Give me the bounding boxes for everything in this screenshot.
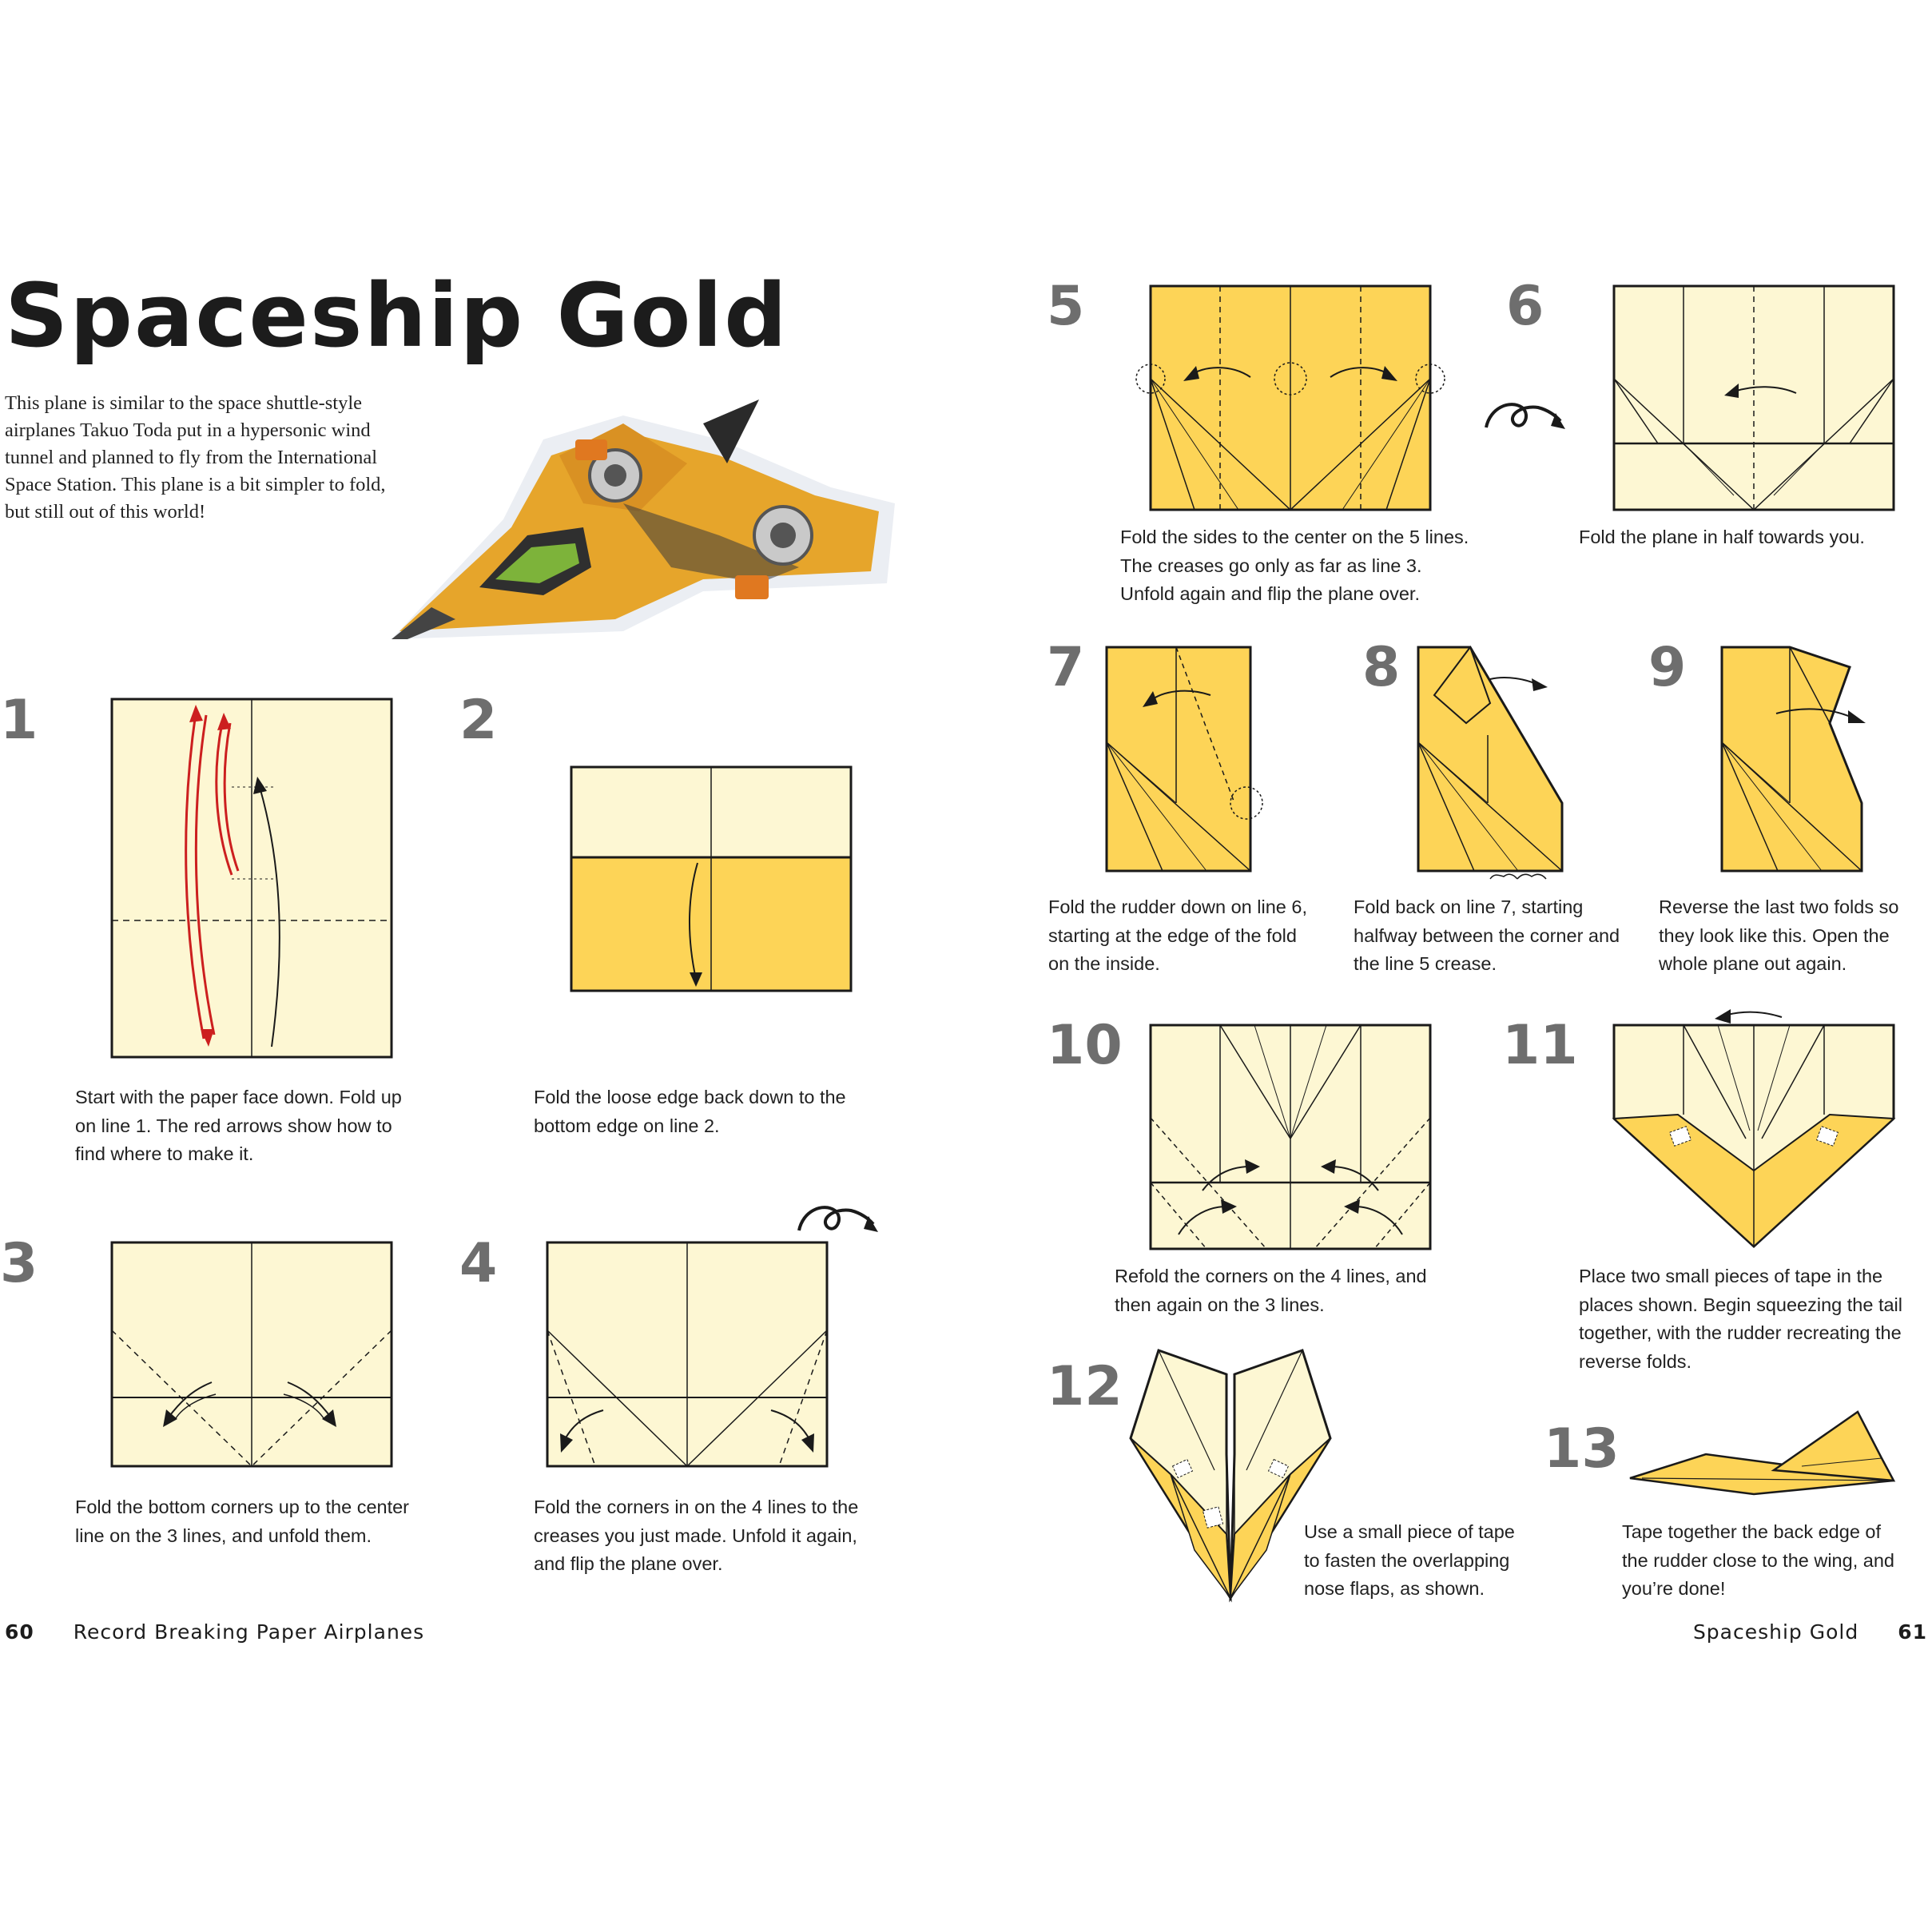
step-13-diagram [1629, 1410, 1896, 1496]
caption-line: then again on the 3 lines. [1115, 1294, 1325, 1315]
caption-line: you’re done! [1622, 1578, 1726, 1599]
step-number: 11 [1502, 1014, 1578, 1077]
step-number: 9 [1648, 636, 1687, 699]
caption-line: on the inside. [1048, 953, 1160, 974]
caption-line: Refold the corners on the 4 lines, and [1115, 1266, 1427, 1286]
step-12-diagram [1129, 1349, 1332, 1603]
step-number: 10 [1047, 1014, 1123, 1077]
caption-line: Fold the corners in on the 4 lines to th… [534, 1497, 859, 1517]
step-number: 5 [1047, 275, 1085, 338]
caption-line: nose flaps, as shown. [1304, 1578, 1485, 1599]
step-10-caption: Refold the corners on the 4 lines, and t… [1115, 1262, 1427, 1319]
step-12-caption: Use a small piece of tape to fasten the … [1304, 1518, 1515, 1604]
caption-line: they look like this. Open the [1659, 924, 1890, 946]
caption-line: to fasten the overlapping [1304, 1549, 1510, 1571]
step-number: 7 [1047, 636, 1085, 699]
step-number: 1 [0, 689, 38, 752]
caption-line: Reverse the last two folds so [1659, 896, 1899, 917]
caption-line: the rudder close to the wing, and [1622, 1549, 1894, 1571]
caption-line: Fold the sides to the center on the 5 li… [1120, 527, 1469, 547]
caption-line: line on the 3 lines, and unfold them. [75, 1525, 372, 1546]
step-11-caption: Place two small pieces of tape in the pl… [1579, 1262, 1902, 1376]
step-4-diagram [546, 1241, 829, 1468]
step-7-caption: Fold the rudder down on line 6, starting… [1048, 893, 1307, 979]
step-8-diagram [1417, 645, 1564, 880]
caption-line: Fold the bottom corners up to the center [75, 1497, 410, 1517]
step-6-diagram [1612, 284, 1895, 511]
caption-line: Use a small piece of tape [1304, 1521, 1515, 1542]
spaceship-gold-illustration [392, 400, 895, 639]
caption-line: find where to make it. [75, 1143, 254, 1164]
caption-line: Fold the loose edge back down to the [534, 1087, 846, 1107]
intro-line: airplanes Takuo Toda put in a hypersonic… [5, 419, 371, 441]
step-1-caption: Start with the paper face down. Fold up … [75, 1083, 402, 1169]
step-6-caption: Fold the plane in half towards you. [1579, 523, 1865, 552]
caption-line: whole plane out again. [1659, 953, 1847, 974]
step-3-caption: Fold the bottom corners up to the center… [75, 1493, 409, 1550]
step-number: 2 [459, 689, 498, 752]
caption-line: Fold back on line 7, starting [1354, 896, 1584, 917]
caption-line: together, with the rudder recreating the [1579, 1322, 1902, 1343]
caption-line: the line 5 crease. [1354, 953, 1497, 974]
step-number: 8 [1362, 636, 1401, 699]
flip-over-icon [1485, 403, 1565, 429]
caption-line: Unfold again and flip the plane over. [1120, 583, 1420, 604]
step-2-caption: Fold the loose edge back down to the bot… [534, 1083, 846, 1140]
step-number: 13 [1544, 1417, 1620, 1481]
caption-line: halfway between the corner and [1354, 924, 1620, 946]
intro-paragraph: This plane is similar to the space shutt… [5, 390, 452, 526]
caption-line: and flip the plane over. [534, 1553, 723, 1574]
step-8-caption: Fold back on line 7, starting halfway be… [1354, 893, 1620, 979]
left-page-footer: 60 Record Breaking Paper Airplanes [5, 1620, 424, 1644]
caption-line: Fold the plane in half towards you. [1579, 527, 1865, 547]
step-4-caption: Fold the corners in on the 4 lines to th… [534, 1493, 858, 1579]
step-11-diagram [1612, 1009, 1896, 1249]
step-5-caption: Fold the sides to the center on the 5 li… [1120, 523, 1469, 609]
chapter-title: Spaceship Gold [1692, 1620, 1859, 1644]
caption-line: Fold the rudder down on line 6, [1048, 896, 1307, 917]
step-10-diagram [1149, 1024, 1432, 1250]
caption-line: Place two small pieces of tape in the [1579, 1266, 1883, 1286]
step-number: 6 [1506, 275, 1544, 338]
step-number: 3 [0, 1232, 38, 1295]
left-page-number: 60 [5, 1620, 34, 1644]
caption-line: The creases go only as far as line 3. [1120, 555, 1422, 576]
step-13-caption: Tape together the back edge of the rudde… [1622, 1518, 1894, 1604]
intro-line: Space Station. This plane is a bit simpl… [5, 474, 386, 495]
intro-line: but still out of this world! [5, 501, 206, 523]
caption-line: reverse folds. [1579, 1350, 1692, 1372]
caption-line: places shown. Begin squeezing the tail [1579, 1294, 1902, 1315]
step-5-diagram [1135, 284, 1445, 511]
right-page-number: 61 [1898, 1620, 1927, 1644]
step-number: 4 [459, 1232, 498, 1295]
caption-line: Tape together the back edge of [1622, 1521, 1882, 1542]
page-title: Spaceship Gold [5, 264, 789, 367]
caption-line: bottom edge on line 2. [534, 1115, 720, 1136]
book-title: Record Breaking Paper Airplanes [73, 1620, 425, 1644]
caption-line: creases you just made. Unfold it again, [534, 1525, 857, 1546]
step-number: 12 [1047, 1355, 1123, 1418]
caption-line: starting at the edge of the fold [1048, 924, 1297, 946]
step-9-caption: Reverse the last two folds so they look … [1659, 893, 1898, 979]
intro-line: tunnel and planned to fly from the Inter… [5, 447, 378, 468]
caption-line: Start with the paper face down. Fold up [75, 1087, 402, 1107]
step-2-diagram [570, 765, 853, 992]
caption-line: on line 1. The red arrows show how to [75, 1115, 392, 1136]
intro-line: This plane is similar to the space shutt… [5, 392, 363, 414]
step-7-diagram [1105, 646, 1263, 873]
step-9-diagram [1720, 646, 1866, 873]
step-1-diagram [110, 698, 393, 1059]
flip-over-icon [797, 1206, 878, 1232]
step-3-diagram [110, 1241, 393, 1468]
right-page-footer: Spaceship Gold 61 [1693, 1620, 1927, 1644]
